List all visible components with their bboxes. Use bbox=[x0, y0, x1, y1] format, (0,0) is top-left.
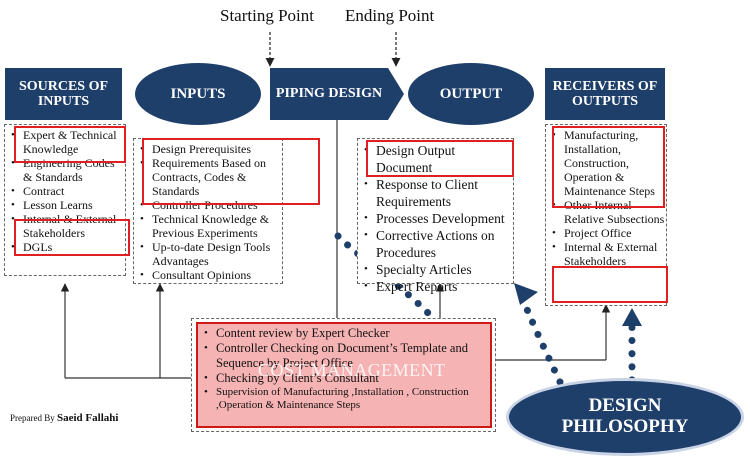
list-item: DGLs bbox=[11, 240, 125, 254]
highlight-frame bbox=[552, 126, 665, 208]
receivers-of-outputs-header: RECEIVERS OF OUTPUTS bbox=[545, 68, 665, 120]
output-list: Design Output Document Response to Clien… bbox=[358, 142, 513, 295]
inputs-box: Design Prerequisites Requirements Based … bbox=[133, 138, 283, 284]
prepared-by: Prepared By Saeid Fallahi bbox=[10, 412, 118, 424]
list-item: Specialty Articles bbox=[364, 261, 513, 278]
highlight-frame bbox=[366, 140, 514, 177]
prepared-by-prefix: Prepared By bbox=[10, 413, 55, 423]
highlight-frame bbox=[14, 126, 126, 163]
piping-design-header: PIPING DESIGN bbox=[275, 86, 383, 102]
sources-box: Expert & Technical Knowledge Engineering… bbox=[4, 124, 126, 276]
list-item: Checking by Client’s Consultant bbox=[204, 371, 490, 386]
list-item: Expert Reports bbox=[364, 278, 513, 295]
list-item: Consultant Opinions bbox=[140, 268, 282, 282]
receivers-list: Manufacturing, Installation, Constructio… bbox=[546, 128, 666, 268]
piping-design-shape bbox=[270, 68, 404, 120]
design-philosophy-oval: DESIGN PHILOSOPHY bbox=[506, 378, 744, 456]
list-item: Corrective Actions on Procedures bbox=[364, 227, 513, 261]
starting-point-label: Starting Point bbox=[220, 6, 314, 25]
list-item: Engineering Codes & Standards bbox=[11, 156, 125, 184]
list-item: Other Internal Relative Subsections bbox=[552, 198, 666, 226]
list-item: Internal & External Stakeholders bbox=[552, 240, 666, 268]
list-item: Controller Checking on Document’s Templa… bbox=[204, 341, 490, 371]
list-item: Lesson Learns bbox=[11, 198, 125, 212]
list-item: Technical Knowledge & Previous Experimen… bbox=[140, 212, 282, 240]
sources-list: Expert & Technical Knowledge Engineering… bbox=[5, 128, 125, 254]
list-item: Project Office bbox=[552, 226, 666, 240]
list-item: Controller Procedures bbox=[140, 198, 282, 212]
cost-management-watermark: COST MANAGEMENT bbox=[258, 360, 446, 380]
list-item: Expert & Technical Knowledge bbox=[11, 128, 125, 156]
list-item: Design Prerequisites bbox=[140, 142, 282, 156]
author-name: Saeid Fallahi bbox=[57, 412, 119, 424]
review-box: Content review by Expert Checker Control… bbox=[196, 322, 492, 428]
list-item: Response to Client Requirements bbox=[364, 176, 513, 210]
list-item: Design Output Document bbox=[364, 142, 513, 176]
list-item: Manufacturing, Installation, Constructio… bbox=[552, 128, 666, 198]
list-item: Supervision of Manufacturing ,Installati… bbox=[204, 386, 490, 412]
review-list: Content review by Expert Checker Control… bbox=[198, 326, 490, 412]
output-box: Design Output Document Response to Clien… bbox=[357, 138, 514, 295]
list-item: Up-to-date Design Tools Advantages bbox=[140, 240, 282, 268]
list-item: Contract bbox=[11, 184, 125, 198]
inputs-header: INPUTS bbox=[135, 63, 261, 125]
highlight-frame bbox=[142, 138, 320, 205]
sources-of-inputs-header: SOURCES OF INPUTS bbox=[5, 68, 122, 120]
receivers-box: Manufacturing, Installation, Constructio… bbox=[545, 124, 667, 306]
inputs-list: Design Prerequisites Requirements Based … bbox=[134, 142, 282, 282]
list-item: Processes Development bbox=[364, 210, 513, 227]
highlight-frame bbox=[14, 219, 130, 256]
highlight-frame bbox=[552, 266, 668, 303]
list-item: Requirements Based on Contracts, Codes &… bbox=[140, 156, 282, 198]
ending-point-label: Ending Point bbox=[345, 6, 435, 25]
list-item: Content review by Expert Checker bbox=[204, 326, 490, 341]
output-header: OUTPUT bbox=[408, 63, 534, 125]
